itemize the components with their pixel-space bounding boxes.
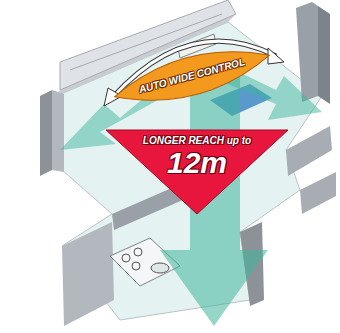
stove-burner xyxy=(122,254,130,262)
label-triangle: LONGER REACH up to 12m xyxy=(106,130,288,214)
node-value: 12m xyxy=(167,148,227,178)
right-wall-lower xyxy=(300,172,336,214)
left-wall-face xyxy=(52,90,64,172)
node-label: LONGER REACH up to xyxy=(143,136,251,146)
left-wall xyxy=(40,90,52,176)
right-pillar-side xyxy=(318,6,330,104)
triangle-outline xyxy=(106,130,288,214)
kitchen-sink xyxy=(151,263,169,273)
right-pillar xyxy=(296,2,318,102)
swing-arrow-head xyxy=(268,48,284,64)
lens-outline xyxy=(110,37,274,115)
kitchen-wall xyxy=(62,222,114,326)
stove-burner xyxy=(132,262,140,270)
right-wall xyxy=(286,126,332,176)
stove-burner xyxy=(134,248,142,256)
